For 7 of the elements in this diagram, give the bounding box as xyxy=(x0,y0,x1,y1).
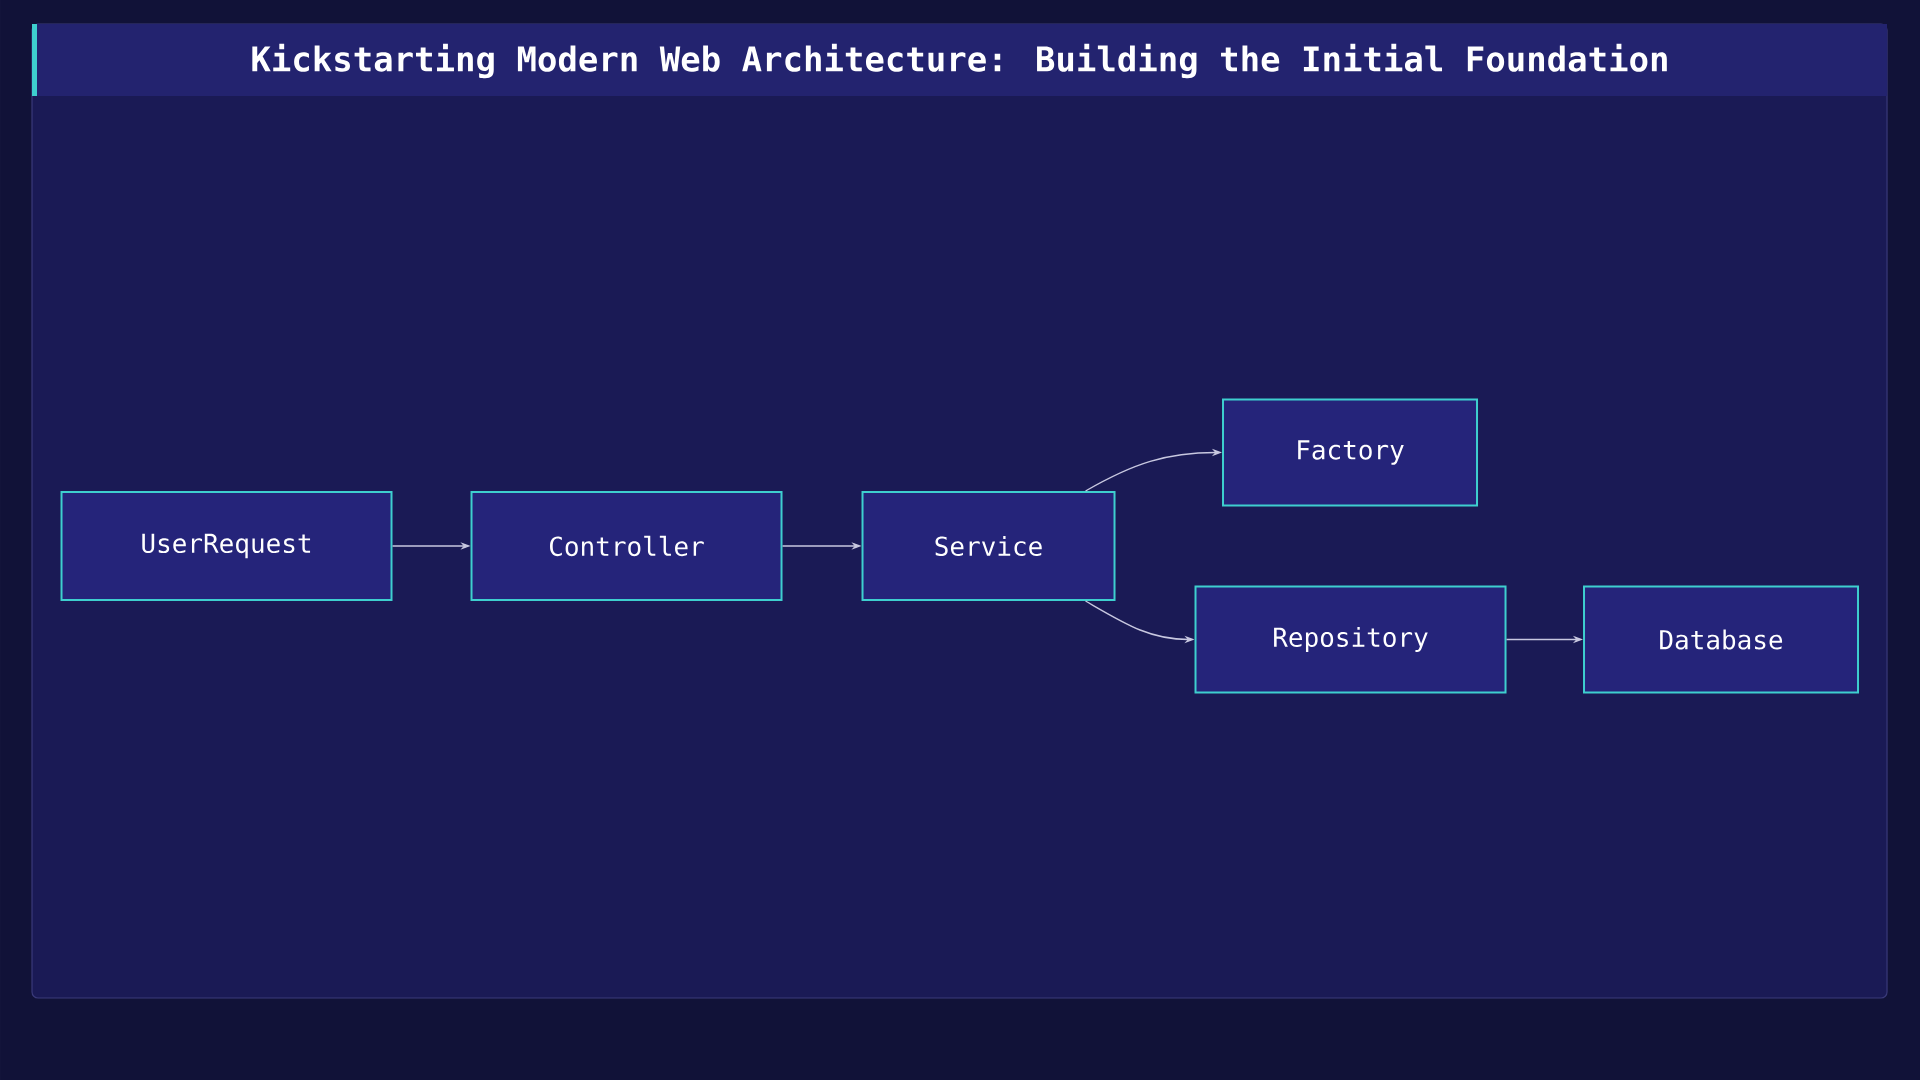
process-box: UserRequest xyxy=(60,491,393,601)
title-bar: Kickstarting Modern Web Architecture: Building the Initial Foundation xyxy=(32,24,1887,96)
process-box: Repository xyxy=(1194,585,1507,694)
process-box: Database xyxy=(1583,585,1859,694)
process-box: Factory xyxy=(1222,398,1478,507)
process-box: Controller xyxy=(470,491,783,601)
process-box: Service xyxy=(861,491,1116,601)
